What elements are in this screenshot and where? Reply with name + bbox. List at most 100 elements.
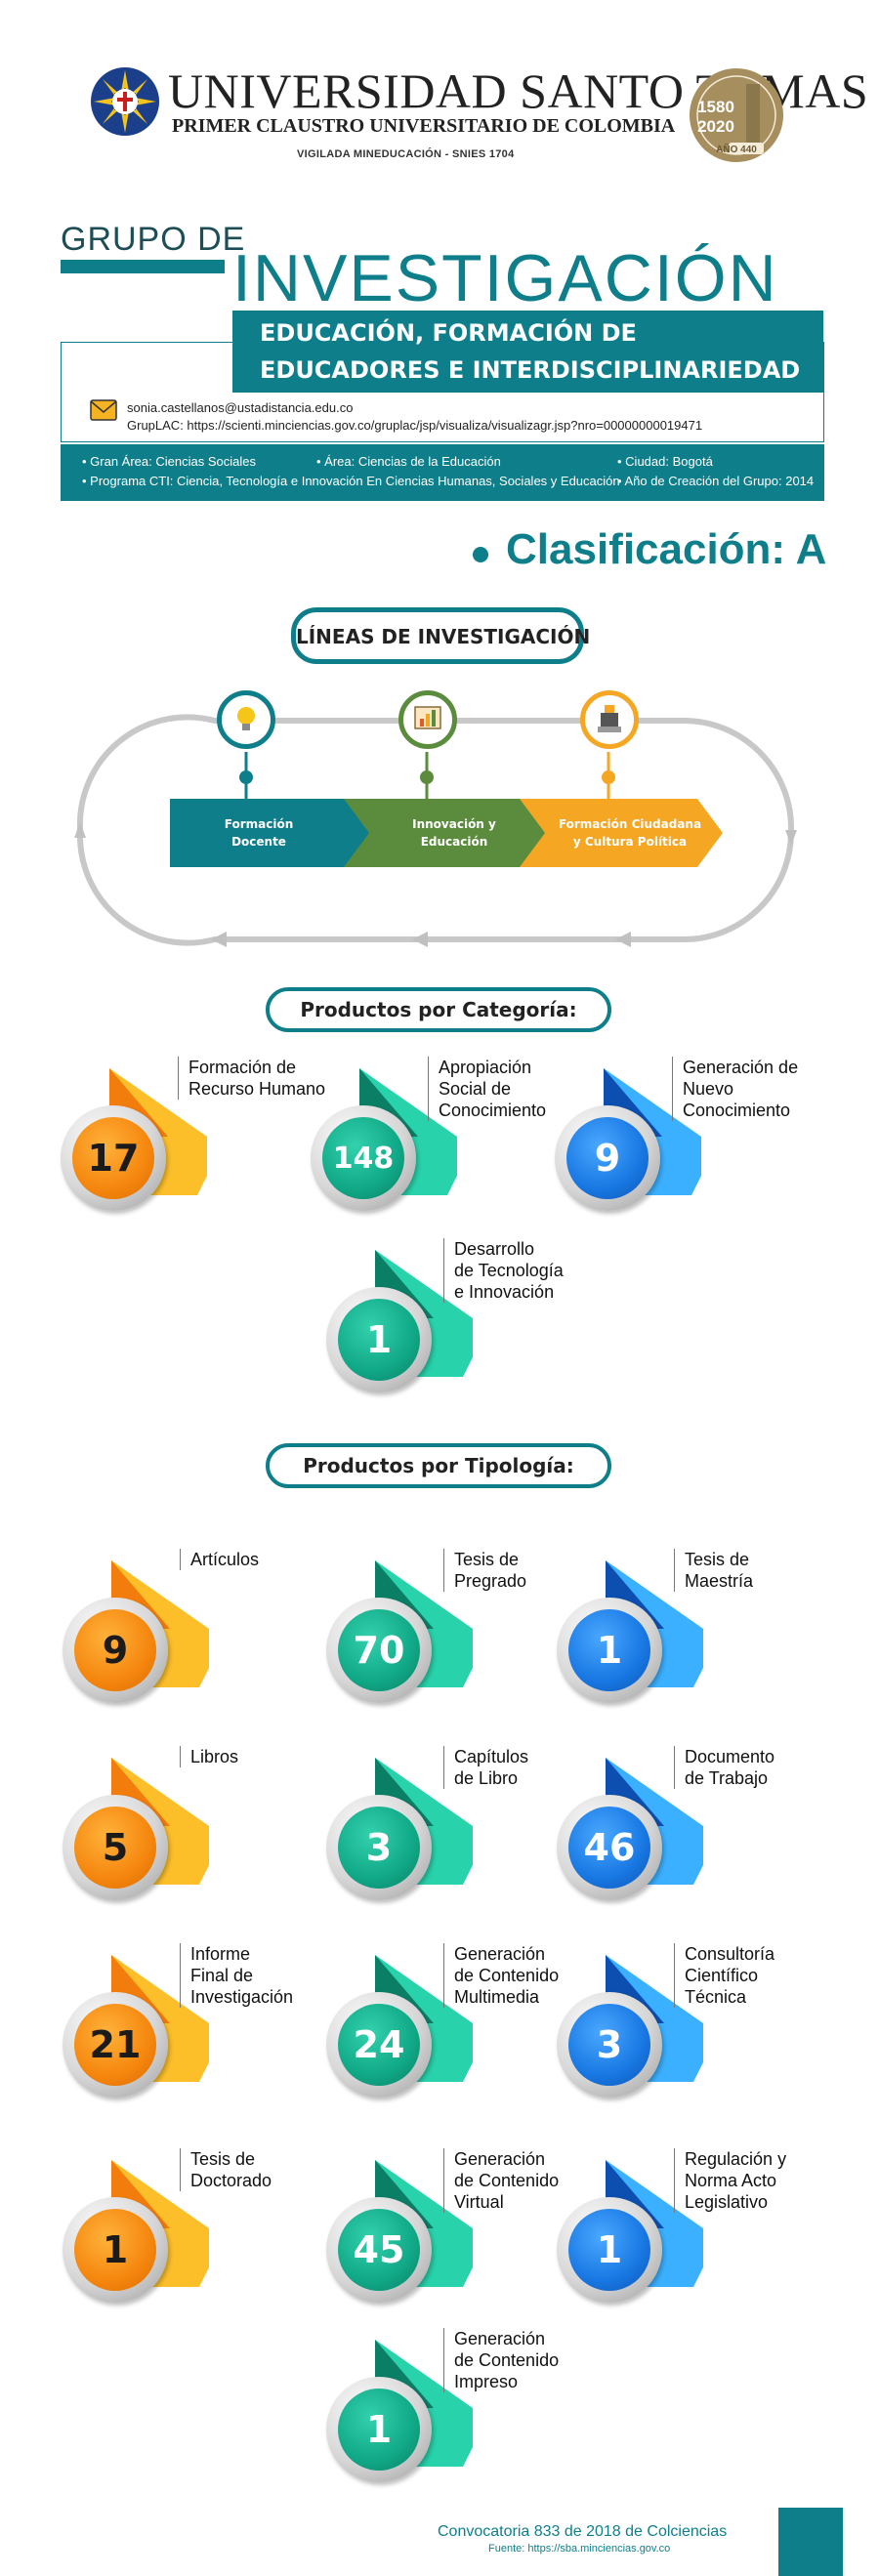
stat-badge: 148 xyxy=(311,1068,457,1211)
badge-label-line: e Innovación xyxy=(454,1282,555,1302)
badge-value: 3 xyxy=(338,1807,420,1889)
badge-label-line: Consultoría xyxy=(685,1944,775,1964)
stat-badge: 70 xyxy=(326,1560,473,1703)
badge-label-line: Legislativo xyxy=(685,2192,769,2212)
badge-label-line: Desarrollo xyxy=(454,1239,535,1259)
badge-label: Libros xyxy=(180,1746,238,1767)
title-line1: GRUPO DE xyxy=(61,221,246,258)
stat-badge: 3 xyxy=(326,1758,473,1900)
badge-label: Artículos xyxy=(180,1549,259,1570)
group-name-box: EDUCACIÓN, FORMACIÓN DE EDUCADORES E INT… xyxy=(232,311,823,393)
anniversary-seal: 1580 2020 AÑO 440 xyxy=(678,64,787,170)
lineas-circle-2 xyxy=(398,690,457,749)
stat-badge: 1 xyxy=(326,1250,473,1392)
badge-label-line: Apropiación xyxy=(439,1058,532,1077)
stat-badge: 3 xyxy=(557,1955,703,2098)
badge-label-line: Conocimiento xyxy=(439,1101,547,1120)
lightbulb-icon xyxy=(237,707,255,730)
stat-badge: 9 xyxy=(63,1560,209,1703)
envelope-icon xyxy=(90,399,117,421)
university-name: UNIVERSIDAD SANTO TOMAS xyxy=(168,63,869,118)
badge-label-line: Multimedia xyxy=(454,1987,540,2007)
stat-badge: 1 xyxy=(557,2160,703,2303)
badge-value: 46 xyxy=(568,1807,650,1889)
badge-label-line: Generación xyxy=(454,2329,546,2348)
lineas-arrows xyxy=(170,799,723,867)
badge-label-line: Tesis de xyxy=(190,2149,256,2169)
badge-label-line: de Libro xyxy=(454,1768,519,1788)
stat-badge: 45 xyxy=(326,2160,473,2303)
stat-badge: 17 xyxy=(61,1068,207,1211)
clasificacion: Clasificación: A xyxy=(506,525,827,573)
badge-label-line: Virtual xyxy=(454,2192,504,2212)
badge-label-line: Capítulos xyxy=(454,1747,529,1766)
badge-value: 1 xyxy=(568,2209,650,2291)
badge-label-line: Norma Acto xyxy=(685,2171,777,2190)
badge-label-line: de Trabajo xyxy=(685,1768,769,1788)
badge-value: 1 xyxy=(338,1299,420,1381)
badge-label-line: Impreso xyxy=(454,2372,519,2391)
tipologia-title: Productos por Tipología: xyxy=(266,1443,611,1488)
badge-label-line: Técnica xyxy=(685,1987,747,2007)
badge-value: 24 xyxy=(338,2004,420,2086)
badge-value: 9 xyxy=(566,1117,649,1199)
badge-value: 21 xyxy=(74,2004,156,2086)
badge-label: Capítulos de Libro xyxy=(443,1746,528,1789)
badge-label-line: de Contenido xyxy=(454,2350,560,2370)
stat-badge: 5 xyxy=(63,1758,209,1900)
badge-label-line: Formación de xyxy=(188,1058,297,1077)
badge-label-line: Social de xyxy=(439,1079,512,1099)
badge-value: 9 xyxy=(74,1609,156,1691)
badge-label-line: de Contenido xyxy=(454,1966,560,1985)
stat-badge: 1 xyxy=(63,2160,209,2303)
info-ciudad: • Ciudad: Bogotá xyxy=(617,454,713,469)
badge-value: 70 xyxy=(338,1609,420,1691)
badge-value: 5 xyxy=(74,1807,156,1889)
clasificacion-bullet xyxy=(473,547,488,562)
categoria-title: Productos por Categoría: xyxy=(266,987,611,1032)
university-logo-icon xyxy=(91,67,159,136)
title-bar xyxy=(61,260,225,273)
anniversary-seal-icon xyxy=(690,68,783,162)
contact-email[interactable]: sonia.castellanos@ustadistancia.edu.co xyxy=(127,400,354,415)
lineas-circle-1 xyxy=(217,690,275,749)
stat-badge: 21 xyxy=(63,1955,209,2098)
title-line2: INVESTIGACIÓN xyxy=(232,241,778,315)
badge-label-line: Tesis de xyxy=(685,1550,750,1569)
badge-label-line: Artículos xyxy=(190,1550,260,1569)
info-box: • Gran Área: Ciencias Sociales • Área: C… xyxy=(61,444,824,501)
badge-value: 1 xyxy=(568,1609,650,1691)
badge-label-line: Generación de xyxy=(683,1058,799,1077)
justice-icon xyxy=(598,705,621,732)
badge-label-line: Conocimiento xyxy=(683,1101,791,1120)
stat-badge: 1 xyxy=(326,2340,473,2482)
badge-label-line: Generación xyxy=(454,1944,546,1964)
badge-label-line: Informe xyxy=(190,1944,251,1964)
group-name-line2: EDUCADORES E INTERDISCIPLINARIEDAD xyxy=(260,356,801,384)
badge-value: 1 xyxy=(74,2209,156,2291)
contact-gruplac[interactable]: GrupLAC: https://scienti.minciencias.gov… xyxy=(127,418,703,433)
stat-badge: 9 xyxy=(555,1068,701,1211)
stat-badge: 24 xyxy=(326,1955,473,2098)
lineas-circle-3 xyxy=(580,690,639,749)
lineas-loop xyxy=(74,714,797,947)
info-area: • Área: Ciencias de la Educación xyxy=(316,454,501,469)
footer-fuente[interactable]: Fuente: https://sba.minciencias.gov.co xyxy=(488,2543,671,2555)
group-name-line1: EDUCACIÓN, FORMACIÓN DE xyxy=(260,319,637,347)
info-gran-area: • Gran Área: Ciencias Sociales xyxy=(82,454,256,469)
badge-label-line: Regulación y xyxy=(685,2149,787,2169)
